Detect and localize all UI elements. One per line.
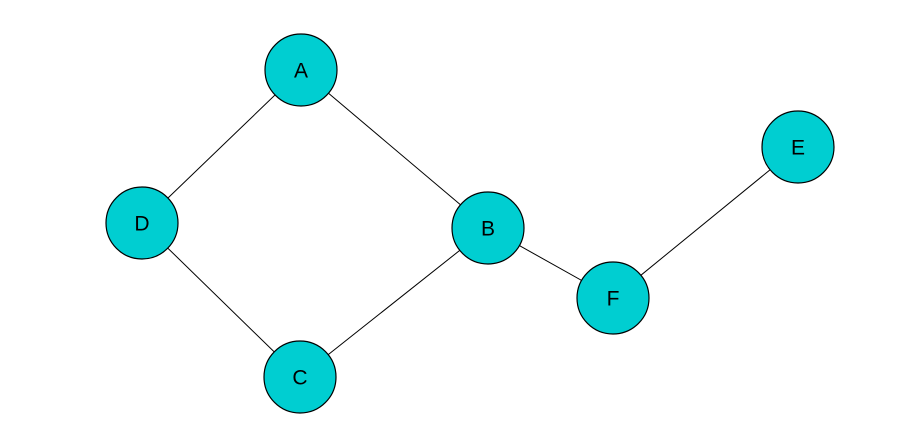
node-circle-A[interactable] (264, 33, 338, 107)
edge-F-E (612, 146, 799, 299)
edge-A-B (300, 69, 489, 229)
node-circle-B[interactable] (451, 191, 525, 265)
node-F[interactable]: F (576, 261, 650, 335)
node-circle-E[interactable] (761, 110, 835, 184)
node-circle-D[interactable] (105, 186, 179, 260)
node-circle-C[interactable] (263, 340, 337, 414)
node-A[interactable]: A (264, 33, 338, 107)
node-B[interactable]: B (451, 191, 525, 265)
edge-C-B (299, 227, 489, 378)
edge-D-C (141, 222, 301, 378)
node-D[interactable]: D (105, 186, 179, 260)
node-E[interactable]: E (761, 110, 835, 184)
edge-A-D (141, 69, 302, 224)
node-circle-F[interactable] (576, 261, 650, 335)
node-C[interactable]: C (263, 340, 337, 414)
